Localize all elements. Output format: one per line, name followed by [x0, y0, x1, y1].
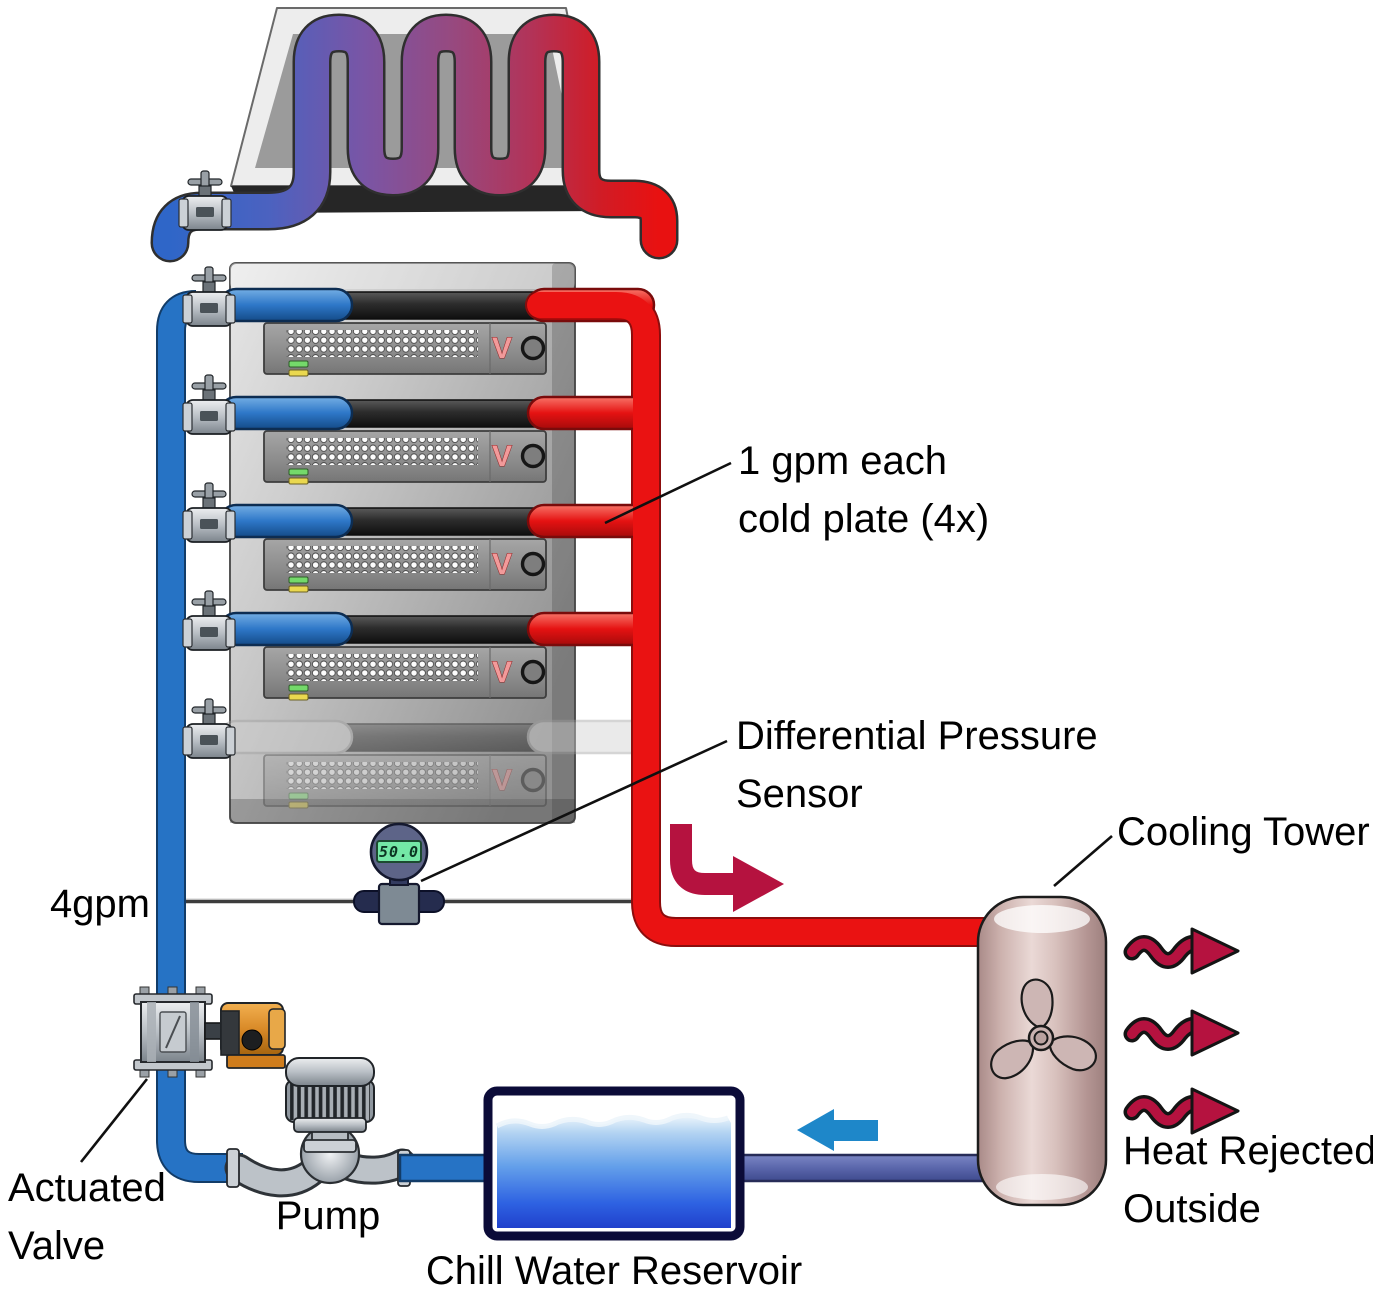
ball-valve-2 — [182, 374, 236, 435]
label-flow-per-plate-line1: 1 gpm each — [738, 439, 948, 483]
sensor-lcd — [376, 840, 422, 863]
cold-plate-serpentine-tube — [150, 13, 679, 263]
rack-ball-valves — [182, 266, 236, 759]
server-logo-4: V — [492, 656, 512, 689]
leader-cooling-tower — [1053, 835, 1113, 887]
cold-plate-detail — [150, 7, 679, 263]
label-pump-text: Pump — [275, 1194, 381, 1238]
label-actuated-valve: Actuated Valve — [8, 1159, 166, 1275]
label-dp-sensor-line1: Differential Pressure — [736, 714, 1098, 758]
label-actuated-valve-line2: Valve — [8, 1224, 106, 1268]
leader-lines — [79, 461, 1113, 1163]
fan-icon — [983, 978, 1103, 1086]
cooling-tower — [976, 895, 1108, 1207]
cool-supply-pipe — [156, 287, 354, 1183]
ball-valve-1 — [182, 266, 236, 327]
pump — [224, 1057, 417, 1198]
pump-motor-fins — [290, 1082, 370, 1120]
heat-arrow-1 — [1132, 929, 1238, 973]
label-flow-per-plate: 1 gpm each cold plate (4x) — [738, 432, 989, 548]
label-heat-rejected-line2: Outside — [1123, 1187, 1261, 1231]
hot-flow-arrow — [670, 824, 784, 912]
chill-water-reservoir — [483, 1086, 745, 1241]
label-cooling-tower: Cooling Tower — [1117, 803, 1370, 861]
label-dp-sensor-line2: Sensor — [736, 772, 863, 816]
cool-flow-arrow — [797, 1109, 878, 1151]
label-supply-flow: 4gpm — [20, 875, 150, 933]
server-logo-5: V — [492, 764, 512, 797]
heat-arrows — [1132, 929, 1238, 1133]
server-chassis-group: V V V V — [230, 290, 575, 702]
leader-actuated-valve — [79, 1078, 149, 1163]
ball-valve-4 — [182, 590, 236, 651]
sensor-reading: 50.0 — [379, 843, 419, 861]
hot-return-pipe — [525, 287, 1015, 947]
server-logo-2: V — [492, 440, 512, 473]
label-heat-rejected-line1: Heat Rejected — [1123, 1129, 1373, 1173]
ball-valve-3 — [182, 482, 236, 543]
heat-arrow-2 — [1132, 1011, 1238, 1055]
actuated-valve — [133, 986, 286, 1078]
differential-pressure-sensor: 50.0 — [353, 822, 445, 926]
label-chill-water-reservoir-text: Chill Water Reservoir — [425, 1249, 803, 1293]
leader-dp-sensor — [420, 739, 728, 883]
label-chill-water-reservoir: Chill Water Reservoir — [414, 1242, 814, 1300]
label-pump: Pump — [258, 1187, 398, 1245]
label-cooling-tower-text: Cooling Tower — [1117, 810, 1370, 854]
reservoir-water — [497, 1115, 731, 1228]
label-supply-flow-text: 4gpm — [49, 882, 150, 926]
future-cold-plate-stub-left — [218, 719, 354, 755]
label-dp-sensor: Differential Pressure Sensor — [736, 707, 1098, 823]
label-actuated-valve-line1: Actuated — [8, 1166, 166, 1210]
leader-flow-per-plate — [604, 461, 732, 525]
ball-valve-5 — [182, 698, 236, 759]
future-server-slot: V — [218, 719, 658, 810]
pump-to-reservoir-pipe — [398, 1153, 498, 1183]
server-logo-1: V — [492, 332, 512, 365]
server-logo-3: V — [492, 548, 512, 581]
label-heat-rejected: Heat Rejected Outside — [1123, 1122, 1373, 1238]
label-flow-per-plate-line2: cold plate (4x) — [738, 497, 990, 541]
cold-plate-inlet-valve — [178, 170, 232, 231]
